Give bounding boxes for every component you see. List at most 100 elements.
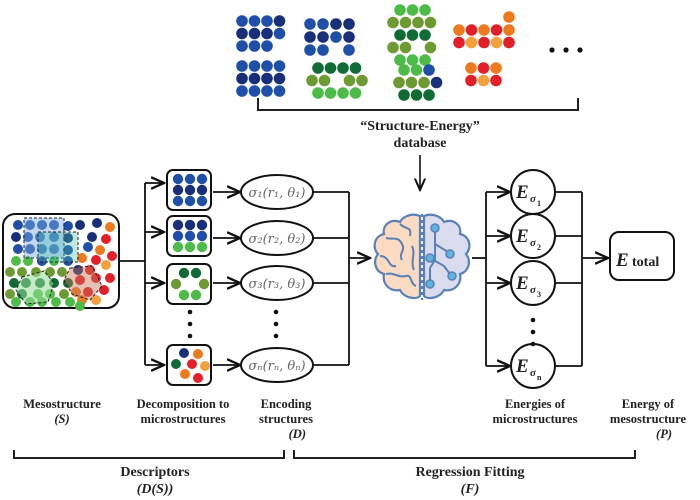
- atom-dot: [13, 220, 23, 230]
- encoding-node-1: σ₁(r₁, θ₁): [240, 174, 314, 210]
- atom-dot: [477, 62, 490, 74]
- atom-dot: [248, 27, 261, 40]
- atom-dot: [37, 220, 47, 230]
- atom-dot: [9, 278, 19, 288]
- horizontal-ellipsis: [549, 47, 583, 53]
- atom-dot: [95, 245, 105, 255]
- atom-dot: [5, 289, 15, 299]
- atom-dot: [312, 87, 324, 99]
- atom-dot: [399, 16, 412, 29]
- atom-dot: [337, 87, 349, 99]
- atom-dot: [577, 47, 583, 53]
- atom-dot: [92, 218, 102, 228]
- atom-dot: [49, 220, 59, 230]
- encoding-node-n: σₙ(rₙ, θₙ): [240, 347, 314, 383]
- vertical-ellipsis-energies: [530, 317, 536, 347]
- encoding-label: σ₁(r₁, θ₁): [249, 186, 306, 201]
- atom-dot: [37, 244, 47, 254]
- atom-dot: [63, 221, 73, 231]
- atom-dot: [394, 4, 406, 16]
- atom-dot: [317, 31, 329, 43]
- energy-subsubscript: n: [537, 373, 542, 382]
- atom-dot: [423, 89, 435, 101]
- atom-dot: [75, 301, 85, 311]
- encoding-node-2: σ₂(r₂, θ₂): [240, 220, 314, 256]
- atom-dot: [101, 234, 111, 244]
- atom-dot: [87, 232, 97, 242]
- label-energies-micro: Energies of microstructures: [475, 397, 595, 427]
- atom-dot: [410, 64, 423, 76]
- atom-dot: [324, 87, 337, 99]
- atom-dot: [23, 232, 33, 242]
- atom-dot: [405, 76, 418, 89]
- atom-dot: [49, 232, 59, 242]
- atom-dot: [196, 173, 208, 185]
- atom-dot: [330, 18, 342, 30]
- atom-dot: [236, 85, 248, 97]
- atom-dot: [419, 54, 431, 66]
- atom-dot: [236, 60, 248, 72]
- atom-dot: [318, 74, 331, 87]
- atom-dot: [324, 62, 337, 74]
- atom-dot: [172, 184, 184, 196]
- energy-subscript: σ: [530, 237, 537, 249]
- atom-dot: [478, 24, 490, 36]
- label-encoding-line1: Encoding: [260, 397, 312, 411]
- label-mesostructure-text: Mesostructure: [23, 397, 101, 411]
- label-energies-micro-line1: Energies of: [504, 397, 566, 411]
- atom-dot: [406, 4, 419, 16]
- atom-dot: [398, 89, 410, 101]
- atom-dot: [193, 349, 203, 359]
- atom-dot: [51, 297, 61, 307]
- atom-dot: [91, 273, 101, 283]
- neural-network-brain-icon: [373, 213, 471, 300]
- atom-dot: [5, 267, 15, 277]
- atom-dot: [178, 267, 190, 279]
- energy-subsubscript: 3: [537, 290, 541, 299]
- atom-dot: [261, 60, 273, 72]
- encoding-arrows: [213, 192, 240, 365]
- microstructure-box-3: [166, 263, 212, 305]
- mesostructure-box: [2, 213, 120, 311]
- atom-dot: [196, 241, 208, 253]
- regression-bracket: [293, 450, 636, 459]
- atom-dot: [184, 173, 196, 185]
- database-cluster: [236, 15, 286, 52]
- atom-dot: [171, 359, 181, 369]
- group-regression: Regression Fitting (F): [360, 464, 580, 498]
- atom-dot: [91, 295, 101, 305]
- selection-region-blue: [23, 217, 65, 259]
- atom-dot: [394, 29, 406, 41]
- database-title: “Structure-Energy” database: [320, 118, 520, 152]
- energy-subscript: σ: [530, 284, 537, 296]
- encoding-label: σ₂(r₂, θ₂): [249, 232, 306, 247]
- atom-dot: [85, 265, 95, 275]
- encoding-label: σ₃(r₃, θ₃): [249, 277, 306, 292]
- atom-dot: [419, 29, 431, 41]
- encodings-merge-connectors: [313, 191, 370, 366]
- atom-dot: [261, 15, 273, 27]
- atom-dot: [248, 72, 261, 85]
- label-mesostructure-var: (S): [54, 412, 70, 426]
- atom-dot: [105, 222, 115, 232]
- label-mesostructure: Mesostructure (S): [2, 397, 122, 427]
- atom-dot: [91, 255, 101, 265]
- atom-dot: [190, 289, 202, 301]
- label-decomposition: Decomposition to microstructures: [118, 397, 248, 427]
- atom-dot: [187, 359, 197, 369]
- total-energy-subscript: total: [632, 255, 659, 270]
- atom-dot: [261, 72, 273, 85]
- atom-dot: [453, 36, 465, 49]
- energy-symbol: E: [515, 182, 529, 203]
- atom-dot: [343, 44, 355, 56]
- atom-dot: [410, 89, 423, 101]
- energies-split-connectors: [472, 192, 510, 366]
- label-energy-meso: Energy of mesostructure (P): [594, 397, 700, 442]
- atom-dot: [11, 256, 21, 266]
- group-descriptors-var: (D(S)): [136, 482, 174, 497]
- atom-dot: [418, 76, 430, 89]
- atom-dot: [343, 31, 355, 43]
